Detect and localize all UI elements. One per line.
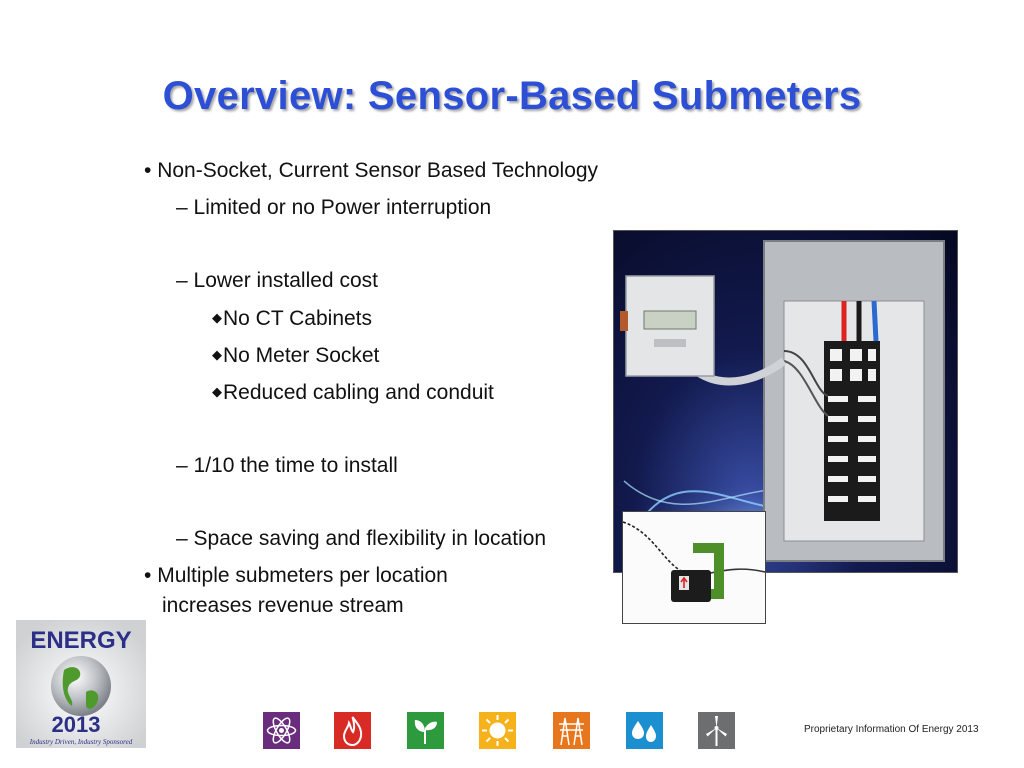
electrical-panel-illustration [620, 240, 945, 562]
bullet-item: ◆No CT Cabinets [212, 306, 372, 331]
svg-text:2013: 2013 [52, 712, 101, 737]
electrical-panel-photo [613, 230, 958, 573]
bullet-marker: • [144, 564, 152, 587]
bullet-text: No Meter Socket [223, 344, 380, 367]
bullet-text: Multiple submeters per location [157, 564, 448, 587]
bullet-item: – Lower installed cost [176, 269, 378, 293]
logo-year-suffix: 13 [76, 712, 100, 737]
bullet-marker: – [176, 196, 188, 219]
bullet-item: ◆No Meter Socket [212, 343, 379, 368]
bullet-item: – Space saving and flexibility in locati… [176, 527, 546, 551]
bullet-text: Limited or no Power interruption [193, 196, 492, 219]
bullet-marker: – [176, 269, 188, 292]
logo-word: ENERGY [30, 627, 131, 654]
bullet-item: • Non-Socket, Current Sensor Based Techn… [144, 159, 598, 183]
power-grid-icon [553, 712, 590, 749]
bullet-text: Non-Socket, Current Sensor Based Technol… [157, 159, 599, 182]
bullet-marker: – [176, 454, 188, 477]
logo-graphic: ENERGY 2013 Industry Driven, Industry Sp… [16, 620, 146, 748]
current-sensor-photo [622, 511, 766, 624]
logo-tagline: Industry Driven, Industry Sponsored [29, 738, 133, 746]
wind-turbine-icon [698, 712, 735, 749]
slide-title: Overview: Sensor-Based Submeters [162, 74, 862, 118]
logo-year-prefix: 20 [52, 712, 76, 737]
bullet-text: Reduced cabling and conduit [223, 381, 494, 404]
bullet-item: increases revenue stream [162, 594, 404, 618]
diamond-bullet-icon: ◆ [212, 310, 222, 325]
bullet-text: increases revenue stream [162, 594, 404, 617]
water-drops-icon [626, 712, 663, 749]
bullet-text: Lower installed cost [193, 269, 378, 292]
current-sensor-illustration [623, 521, 765, 602]
bullet-text: 1/10 the time to install [193, 454, 398, 477]
diamond-bullet-icon: ◆ [212, 384, 222, 399]
bullet-marker: – [176, 527, 188, 550]
bullet-text: No CT Cabinets [223, 307, 373, 330]
bullet-text: Space saving and flexibility in location [193, 527, 547, 550]
bullet-item: • Multiple submeters per location [144, 564, 448, 588]
atom-icon [263, 712, 300, 749]
footer-proprietary-text: Proprietary Information Of Energy 2013 [804, 724, 979, 735]
diamond-bullet-icon: ◆ [212, 347, 222, 362]
leaf-icon [407, 712, 444, 749]
bullet-marker: • [144, 159, 152, 182]
sun-icon [479, 712, 516, 749]
bullet-item: ◆Reduced cabling and conduit [212, 380, 494, 405]
bullet-item: – 1/10 the time to install [176, 454, 398, 478]
energy-2013-logo: ENERGY 2013 Industry Driven, Industry Sp… [16, 620, 146, 748]
flame-icon [334, 712, 371, 749]
bullet-item: – Limited or no Power interruption [176, 196, 491, 220]
